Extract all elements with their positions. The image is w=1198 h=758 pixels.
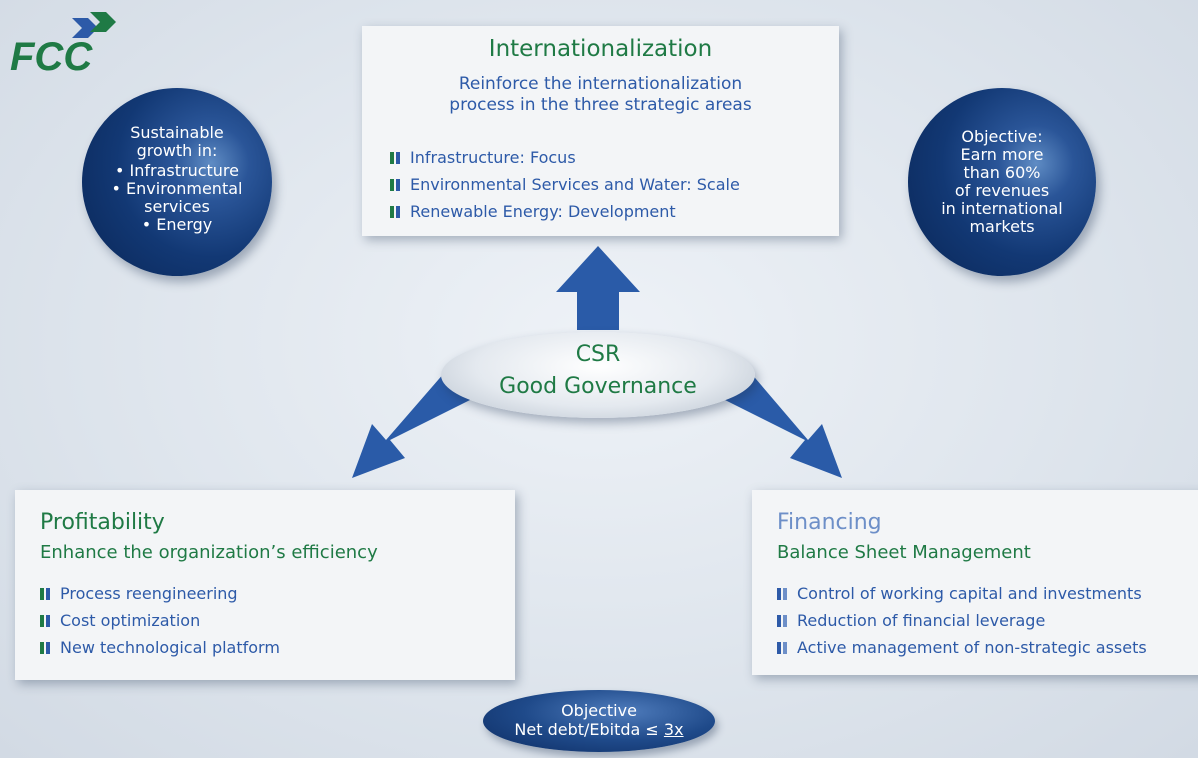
profitability-list: Process reengineering Cost optimization … [40,580,280,661]
sphere-text: services [144,197,210,216]
objective-prefix: Net debt/Ebitda ≤ [514,720,664,739]
sphere-text: • Environmental [111,179,243,198]
bullet-icon [40,587,50,600]
sphere-text: Earn more [960,145,1044,164]
list-item: Reduction of financial leverage [777,607,1147,634]
objective-value: 3x [663,720,684,739]
financing-title: Financing [777,510,882,535]
profitability-box: Profitability Enhance the organization’s… [15,490,515,680]
list-item: Renewable Energy: Development [390,198,740,225]
objective-value-line: Net debt/Ebitda ≤ 3x [483,720,715,739]
bullet-icon [390,151,400,164]
bullet-icon [390,205,400,218]
profitability-title: Profitability [40,510,165,535]
financing-subtitle: Balance Sheet Management [777,542,1031,563]
bullet-icon [777,587,787,600]
sphere-text: than 60% [963,163,1041,182]
objective-label: Objective [561,701,637,720]
sphere-text: • Energy [141,215,213,234]
good-governance-label: Good Governance [499,374,697,399]
list-item: Infrastructure: Focus [390,144,740,171]
bullet-icon [390,178,400,191]
sphere-text: in international [941,199,1063,218]
sphere-text: • Infrastructure [114,161,239,180]
arrow-up [556,246,640,330]
logo-graphic: FCC [10,12,116,79]
bullet-icon [40,614,50,627]
list-item: Control of working capital and investmen… [777,580,1147,607]
list-item: Process reengineering [40,580,280,607]
objective-revenues-sphere: Objective: Earn more than 60% of revenue… [908,88,1096,276]
debt-objective-ellipse: Objective Net debt/Ebitda ≤ 3x [483,690,715,752]
sphere-text: markets [969,217,1035,236]
sustainable-growth-sphere: Sustainable growth in: • Infrastructure … [82,88,272,276]
internationalization-title: Internationalization [488,36,713,62]
sphere-text: Objective: [961,127,1043,146]
list-item: Cost optimization [40,607,280,634]
sphere-text: Sustainable [130,123,224,142]
internationalization-box: Internationalization Reinforce the inter… [362,26,839,236]
sphere-text: of revenues [954,181,1050,200]
csr-governance-ellipse: CSR Good Governance [441,332,755,418]
fcc-logo: FCC [10,10,120,79]
list-item: Active management of non-strategic asset… [777,634,1147,661]
bullet-icon [40,641,50,654]
internationalization-subtitle: Reinforce the internationalization proce… [449,74,752,115]
list-item: Environmental Services and Water: Scale [390,171,740,198]
profitability-subtitle: Enhance the organization’s efficiency [40,542,378,563]
list-item: New technological platform [40,634,280,661]
sphere-text: growth in: [136,141,218,160]
bullet-icon [777,614,787,627]
financing-list: Control of working capital and investmen… [777,580,1147,661]
internationalization-list: Infrastructure: Focus Environmental Serv… [390,144,740,225]
csr-label: CSR [575,342,621,367]
financing-box: Financing Balance Sheet Management Contr… [752,490,1198,675]
logo-text: FCC [10,35,93,72]
bullet-icon [777,641,787,654]
